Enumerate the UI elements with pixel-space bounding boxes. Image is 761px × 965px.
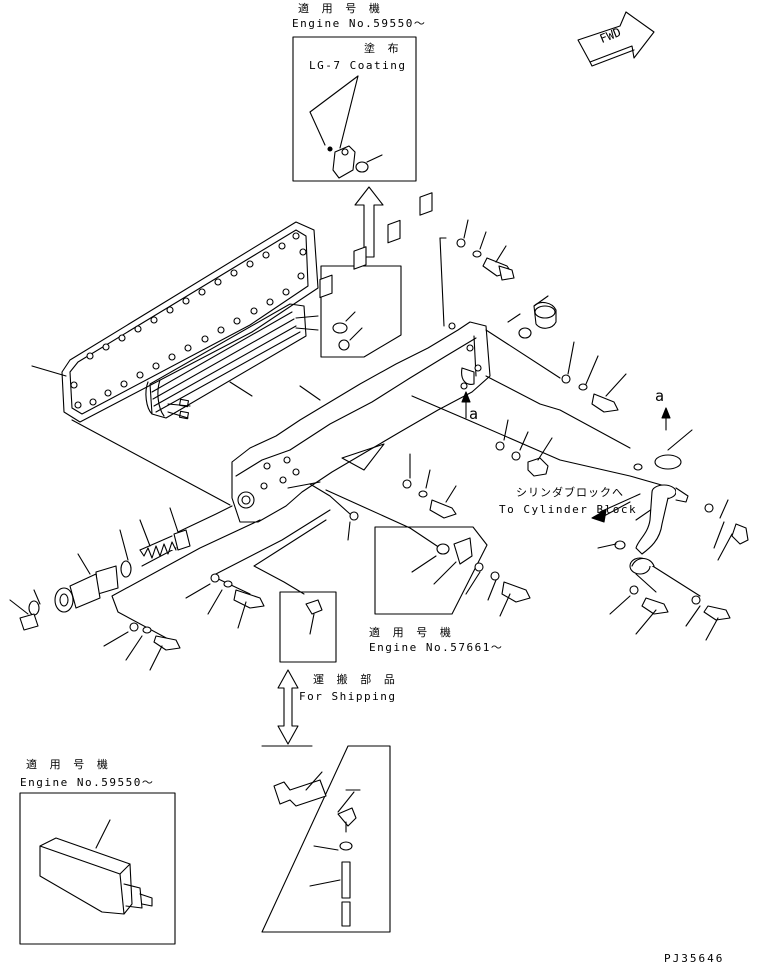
bracket-detail-box	[375, 527, 487, 614]
coating-label-jp: 塗 布	[364, 42, 402, 55]
shipping-reference-box	[280, 592, 336, 662]
coating-label-en: LG-7 Coating	[309, 59, 407, 72]
mid-box-header-en: Engine No.57661～	[369, 641, 504, 654]
cylinder-block-label-jp: シリンダブロックへ	[516, 486, 624, 499]
shipping-parts-box	[262, 746, 390, 932]
bolt-set-mid-right	[466, 563, 530, 616]
relief-valve-assembly	[10, 508, 190, 630]
coating-detail-box	[293, 37, 416, 181]
left-box-header-en: Engine No.59550～	[20, 776, 155, 789]
mid-box-header-jp: 適 用 号 機	[369, 626, 454, 639]
bolt-set-lower-right	[610, 586, 730, 640]
top-box-header-en: Engine No.59550～	[292, 17, 427, 30]
cooler-gasket	[32, 222, 318, 505]
drawing-number: PJ35646	[664, 952, 725, 965]
water-pipe	[592, 464, 748, 574]
arrow-a-upper-icon	[655, 408, 692, 469]
cylinder-block-label-en: To Cylinder Block	[499, 503, 638, 516]
bolt-set-lower-left	[104, 512, 358, 670]
fwd-arrow-icon	[578, 12, 654, 66]
arrow-a-housing-label: a	[469, 405, 480, 423]
oil-cooler-element	[146, 304, 318, 419]
leader-lines	[112, 238, 700, 640]
washer-nut-set-middle	[403, 420, 552, 518]
double-arrow-icon	[278, 670, 298, 744]
top-box-header-jp: 適 用 号 機	[298, 2, 383, 15]
arrow-a-upper-label: a	[655, 387, 666, 405]
left-tool-box	[20, 793, 175, 944]
bolt-set-upper	[457, 220, 626, 412]
cooler-housing	[232, 193, 490, 522]
shipping-label-jp: 運 搬 部 品	[313, 673, 398, 686]
detail-callout-box	[321, 266, 401, 357]
shipping-label-en: For Shipping	[299, 690, 397, 703]
arrow-a-housing-icon	[462, 392, 470, 418]
left-box-header-jp: 適 用 号 機	[26, 758, 111, 771]
hollow-up-arrow-icon	[355, 187, 383, 257]
